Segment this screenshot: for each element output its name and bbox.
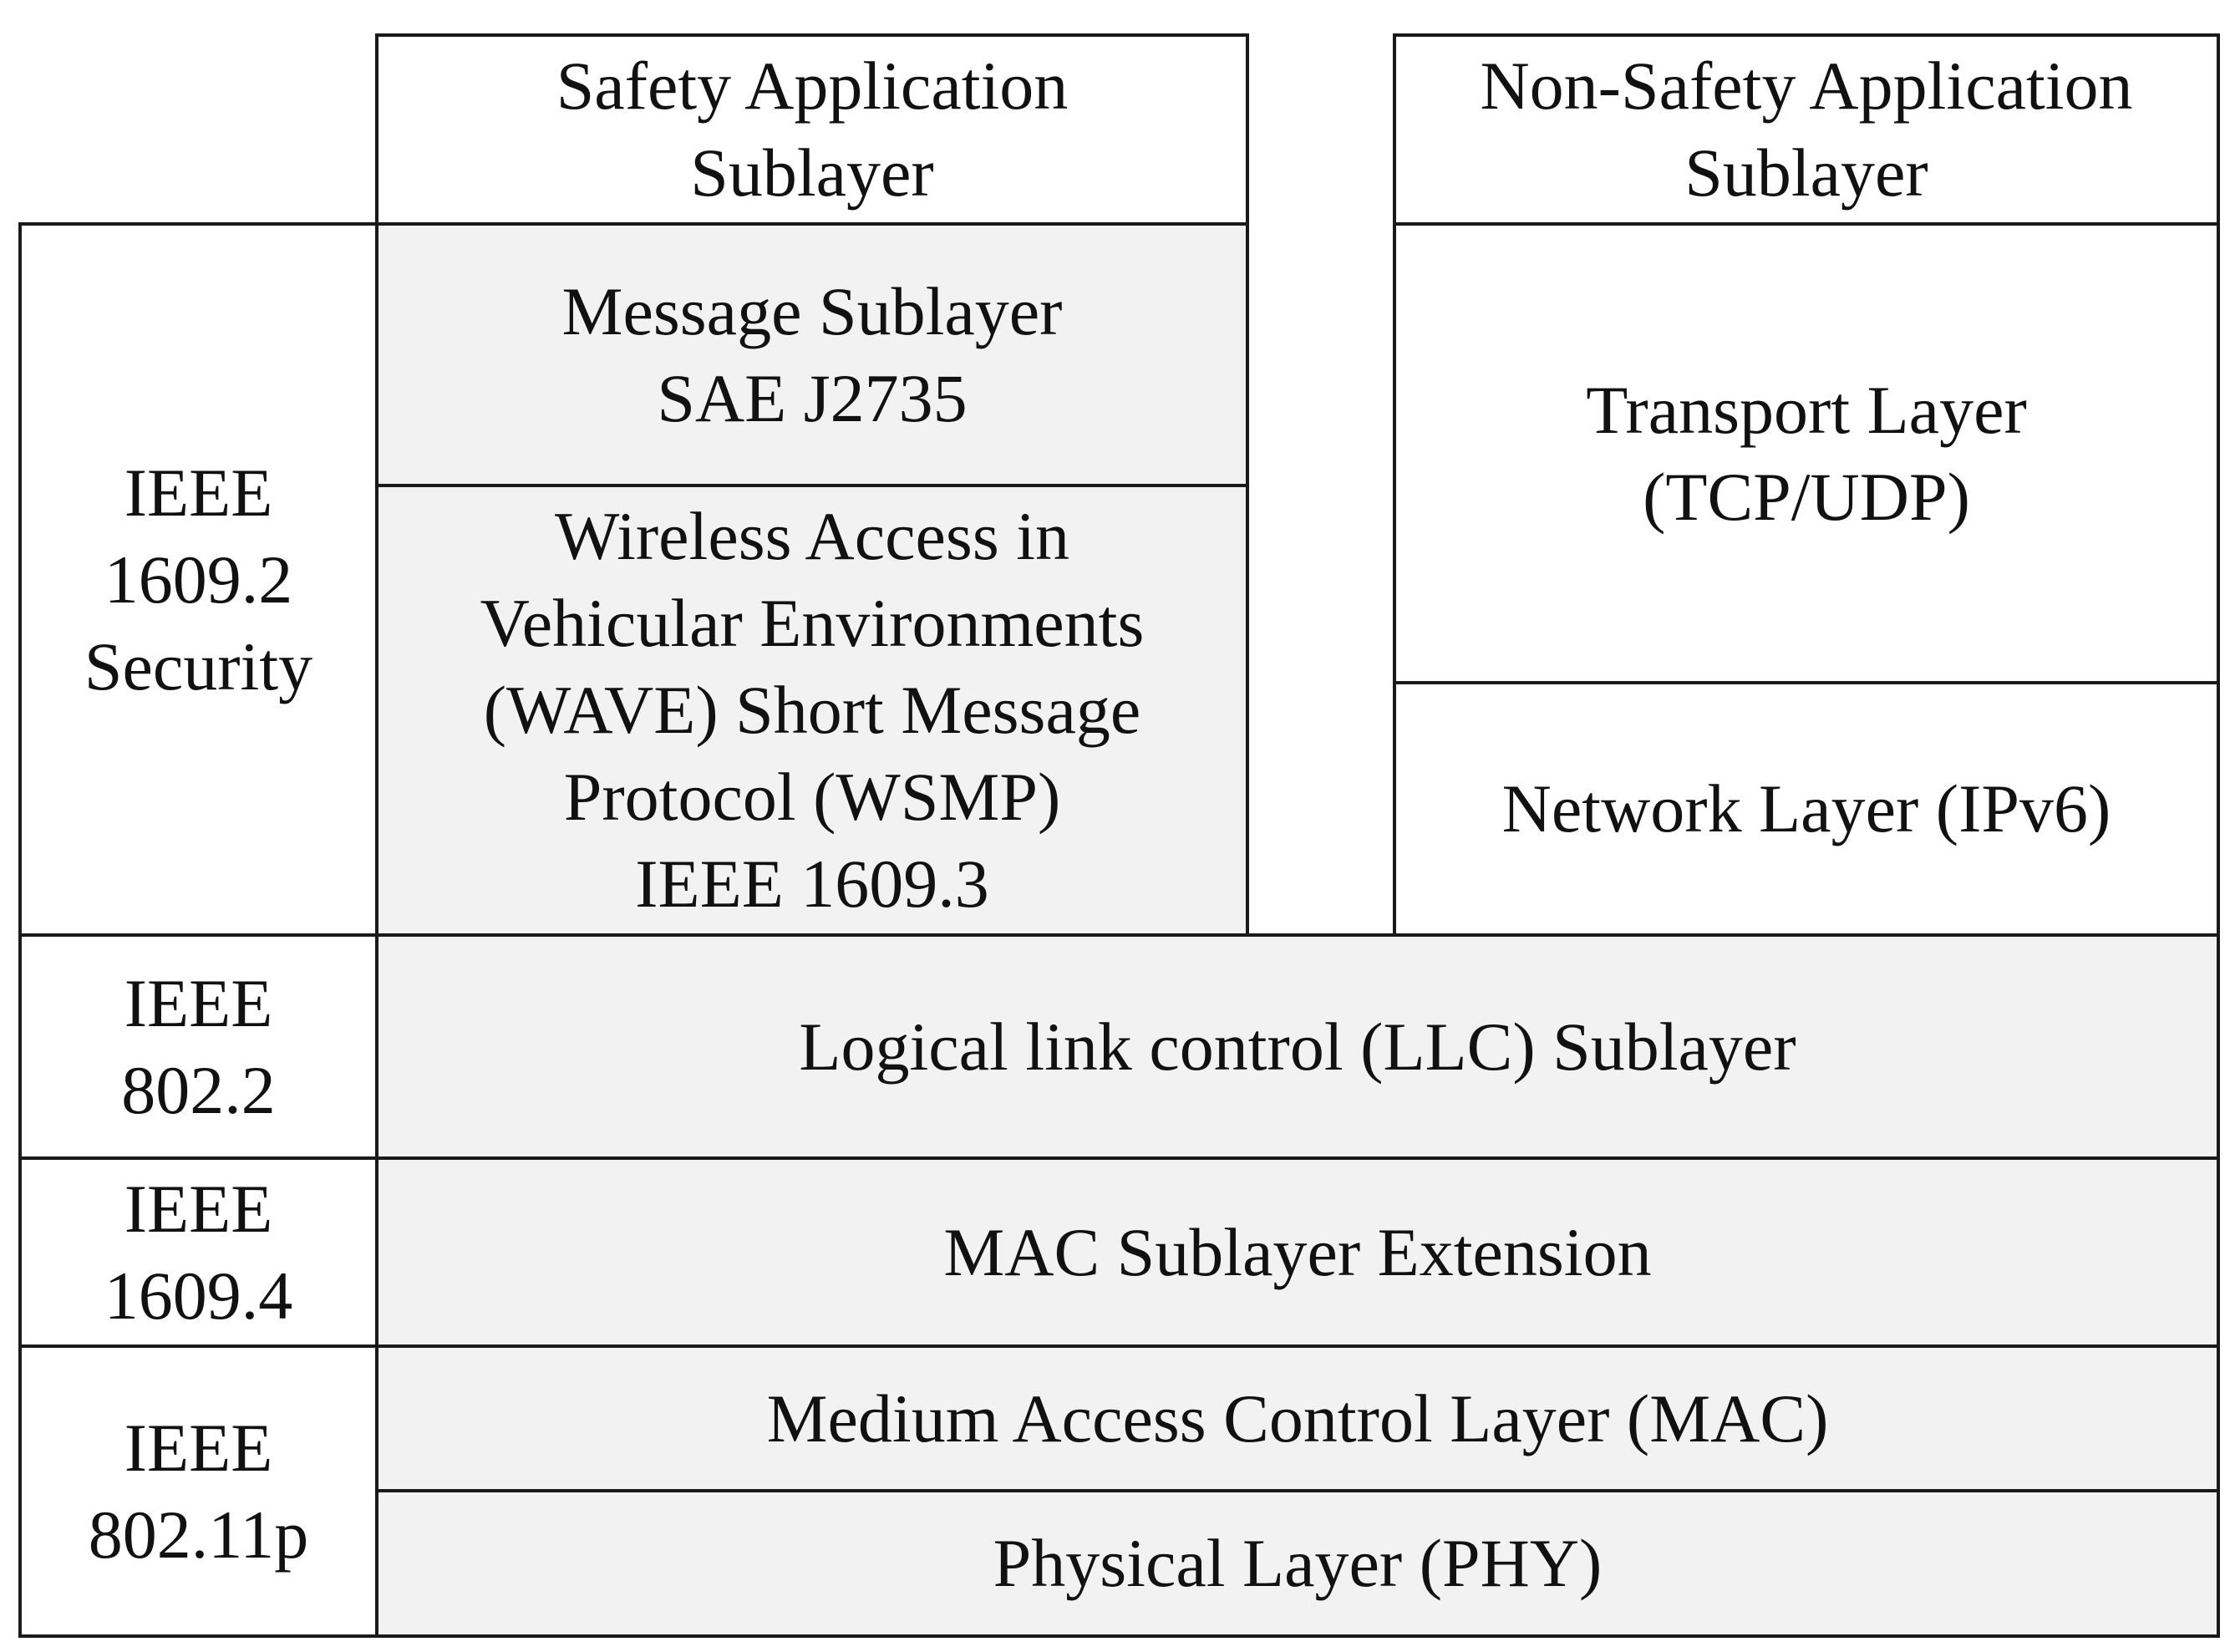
mac-sublayer-extension: MAC Sublayer Extension — [375, 1156, 2220, 1348]
message-sublayer-sae-j2735: Message Sublayer SAE J2735 — [375, 222, 1249, 487]
network-layer: Network Layer (IPv6) — [1393, 681, 2220, 937]
medium-access-control-layer: Medium Access Control Layer (MAC) — [375, 1344, 2220, 1492]
llc-sublayer: Logical link control (LLC) Sublayer — [375, 933, 2220, 1160]
ieee-802-11p-label: IEEE 802.11p — [18, 1344, 378, 1638]
safety-application-sublayer: Safety Application Sublayer — [375, 33, 1249, 226]
ieee-802-2-label: IEEE 802.2 — [18, 933, 378, 1160]
physical-layer: Physical Layer (PHY) — [375, 1489, 2220, 1638]
wave-short-message-protocol: Wireless Access in Vehicular Environment… — [375, 484, 1249, 937]
ieee-1609-2-security: IEEE 1609.2 Security — [18, 222, 378, 937]
ieee-1609-4-label: IEEE 1609.4 — [18, 1156, 378, 1348]
transport-layer: Transport Layer (TCP/UDP) — [1393, 222, 2220, 684]
non-safety-application-sublayer: Non-Safety Application Sublayer — [1393, 33, 2220, 226]
